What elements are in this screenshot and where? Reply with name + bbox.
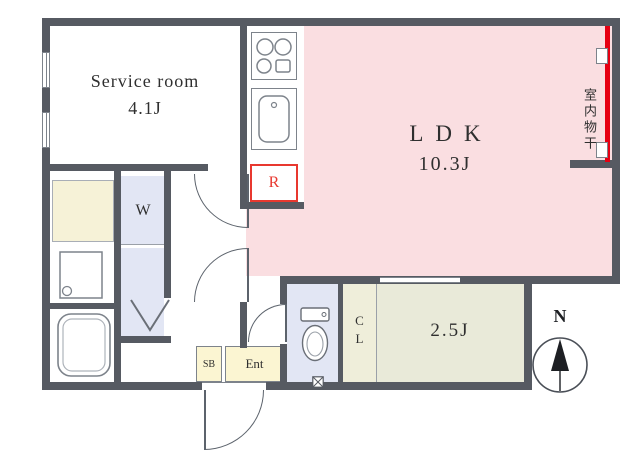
laundry-bracket-lower-icon bbox=[596, 142, 608, 158]
ldk-size: 10.3J bbox=[418, 153, 472, 175]
wall-bath-top bbox=[42, 303, 121, 309]
wall-dressing-bottom bbox=[114, 336, 171, 343]
wall-wcloset-right bbox=[164, 164, 171, 298]
ldk-label: LDK 10.3J bbox=[335, 118, 555, 180]
wall-service-right bbox=[240, 18, 247, 208]
door-leaf-service bbox=[247, 174, 249, 228]
service-room-label: Service room 4.1J bbox=[60, 68, 230, 122]
closet-w-label: W bbox=[135, 202, 151, 219]
shoebox-area bbox=[196, 346, 222, 382]
ldk-name: LDK bbox=[409, 121, 493, 146]
north-label: N bbox=[553, 306, 567, 326]
door-arc-toilet bbox=[248, 304, 286, 342]
sliding-door-ldk-west bbox=[380, 277, 460, 283]
door-leaf-toilet bbox=[285, 304, 287, 342]
door-arc-ldk bbox=[194, 248, 248, 302]
entrance-area bbox=[225, 346, 284, 382]
wall-toilet-left-upper bbox=[280, 276, 287, 304]
closet-cl-label: CL bbox=[352, 313, 367, 349]
compass: N bbox=[528, 306, 592, 402]
laundry-bracket-upper-icon bbox=[596, 48, 608, 64]
wall-service-bottom bbox=[42, 164, 208, 171]
compass-icon bbox=[532, 337, 588, 393]
dressing-area bbox=[121, 248, 164, 338]
refrigerator-label: R bbox=[268, 174, 280, 191]
wall-kitchen-bottom bbox=[240, 202, 304, 209]
wall-hall-ldk-lower bbox=[240, 302, 247, 348]
west-room-label: 2.5J bbox=[430, 320, 470, 341]
door-leaf-ldk bbox=[247, 248, 249, 302]
room-ldk bbox=[246, 26, 612, 276]
folding-door-icon bbox=[130, 299, 170, 332]
wall-step-right bbox=[524, 276, 532, 390]
door-arc-entrance bbox=[204, 390, 264, 450]
closet-w-area bbox=[121, 176, 164, 245]
service-room-name: Service room bbox=[90, 71, 200, 91]
wall-column-divider bbox=[114, 164, 121, 382]
door-leaf-entrance bbox=[204, 390, 206, 450]
room-west-2-5j bbox=[376, 284, 525, 382]
sink-icon bbox=[251, 88, 297, 150]
entrance-opening bbox=[202, 382, 266, 390]
bathtub-icon bbox=[57, 313, 111, 377]
refrigerator-space: R bbox=[250, 164, 298, 202]
washer-pan-icon bbox=[59, 251, 103, 299]
indoor-laundry-label: 室内物干 bbox=[582, 88, 597, 152]
wall-toilet-left-lower bbox=[280, 344, 287, 382]
wall-laundry-stub bbox=[570, 160, 620, 168]
wall-right bbox=[612, 18, 620, 284]
vent-icon bbox=[312, 376, 324, 388]
toilet-icon bbox=[300, 307, 330, 362]
service-room-size: 4.1J bbox=[128, 98, 162, 118]
window-left-upper bbox=[42, 52, 50, 88]
window-balcony-red bbox=[605, 26, 610, 162]
wall-toilet-cl-divider bbox=[338, 284, 343, 382]
wall-bottom bbox=[42, 382, 532, 390]
shoebox-label: SB bbox=[202, 358, 216, 370]
entrance-label: Ent bbox=[245, 356, 264, 371]
stove-icon bbox=[251, 32, 297, 80]
wall-top bbox=[42, 18, 620, 26]
washbasin-counter bbox=[52, 180, 114, 242]
window-left-lower bbox=[42, 112, 50, 148]
closet-cl-area bbox=[342, 284, 376, 382]
wall-left bbox=[42, 18, 50, 390]
